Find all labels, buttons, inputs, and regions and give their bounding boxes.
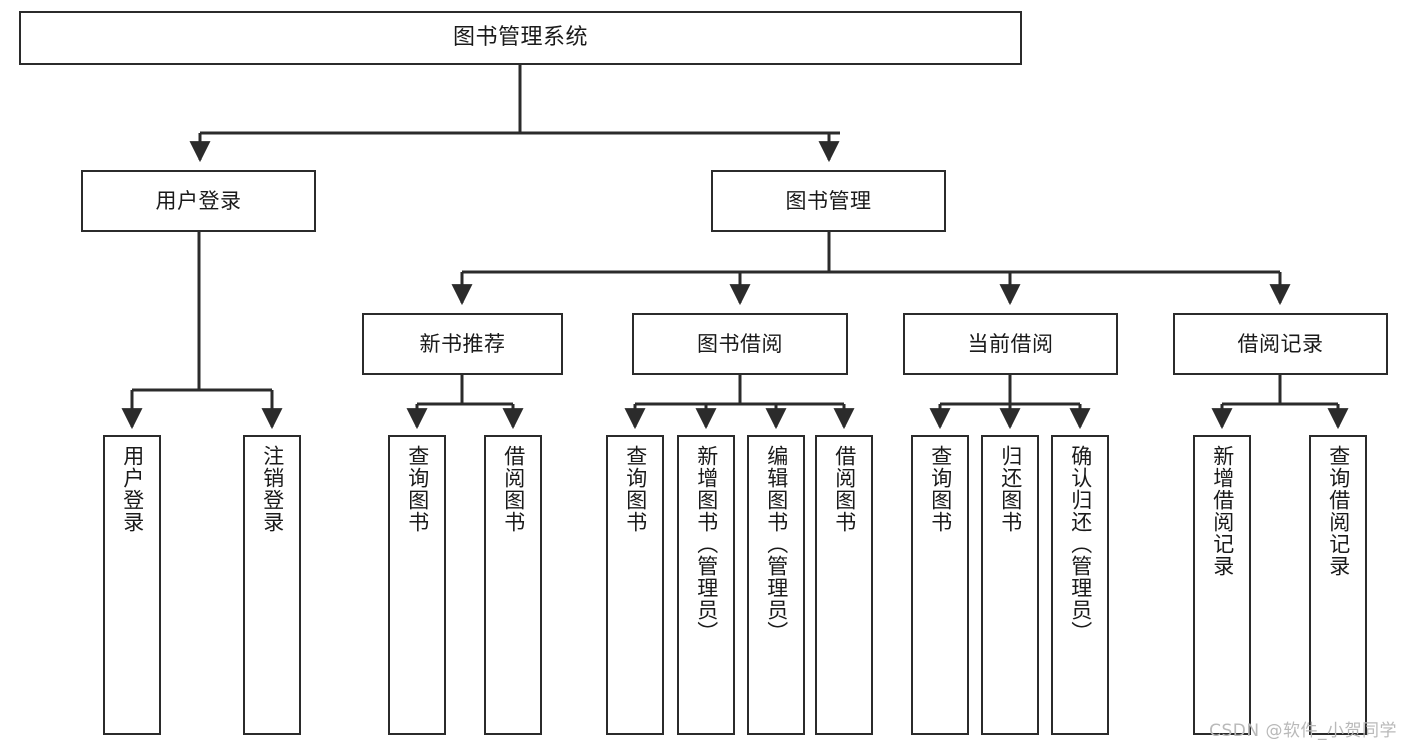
leaf-user-login-signin[interactable]: 用户登录 [103,435,161,735]
node-label: 新增图书（管理员） [694,445,719,643]
leaf-borrow-borrow-book[interactable]: 借阅图书 [815,435,873,735]
csdn-watermark: CSDN @软件_小贺同学 [1209,721,1397,741]
leaf-borrow-query-book[interactable]: 查询图书 [606,435,664,735]
node-label: 注销登录 [260,445,285,533]
node-label: 查询图书 [623,445,648,533]
node-borrow-records[interactable]: 借阅记录 [1173,313,1388,375]
node-label: 借阅图书 [832,445,857,533]
leaf-records-query-record[interactable]: 查询借阅记录 [1309,435,1367,735]
node-book-management[interactable]: 图书管理 [711,170,946,232]
node-label: 用户登录 [155,188,242,213]
node-label: 新书推荐 [419,331,506,356]
node-label: 查询借阅记录 [1326,445,1351,577]
node-label: 编辑图书（管理员） [764,445,789,643]
node-label: 归还图书 [998,445,1023,533]
node-new-book-recommend[interactable]: 新书推荐 [362,313,563,375]
node-label: 查询图书 [928,445,953,533]
node-label: 图书管理系统 [452,25,588,51]
leaf-new-book-query[interactable]: 查询图书 [388,435,446,735]
leaf-new-book-borrow[interactable]: 借阅图书 [484,435,542,735]
leaf-records-add-record[interactable]: 新增借阅记录 [1193,435,1251,735]
leaf-current-query-book[interactable]: 查询图书 [911,435,969,735]
node-label: 新增借阅记录 [1210,445,1235,577]
leaf-current-return-book[interactable]: 归还图书 [981,435,1039,735]
node-label: 确认归还（管理员） [1068,445,1093,643]
leaf-borrow-add-book-admin[interactable]: 新增图书（管理员） [677,435,735,735]
node-label: 当前借阅 [967,331,1054,356]
node-current-borrow[interactable]: 当前借阅 [903,313,1118,375]
leaf-current-confirm-return-admin[interactable]: 确认归还（管理员） [1051,435,1109,735]
node-label: 图书借阅 [697,331,783,356]
node-label: 用户登录 [120,445,145,533]
node-label: 借阅记录 [1237,331,1324,356]
leaf-user-login-signout[interactable]: 注销登录 [243,435,301,735]
node-label: 查询图书 [405,445,430,533]
leaf-borrow-edit-book-admin[interactable]: 编辑图书（管理员） [747,435,805,735]
node-book-borrow[interactable]: 图书借阅 [632,313,848,375]
node-label: 图书管理 [785,188,872,213]
node-root-system[interactable]: 图书管理系统 [19,11,1022,65]
node-user-login[interactable]: 用户登录 [81,170,316,232]
node-label: 借阅图书 [501,445,526,533]
